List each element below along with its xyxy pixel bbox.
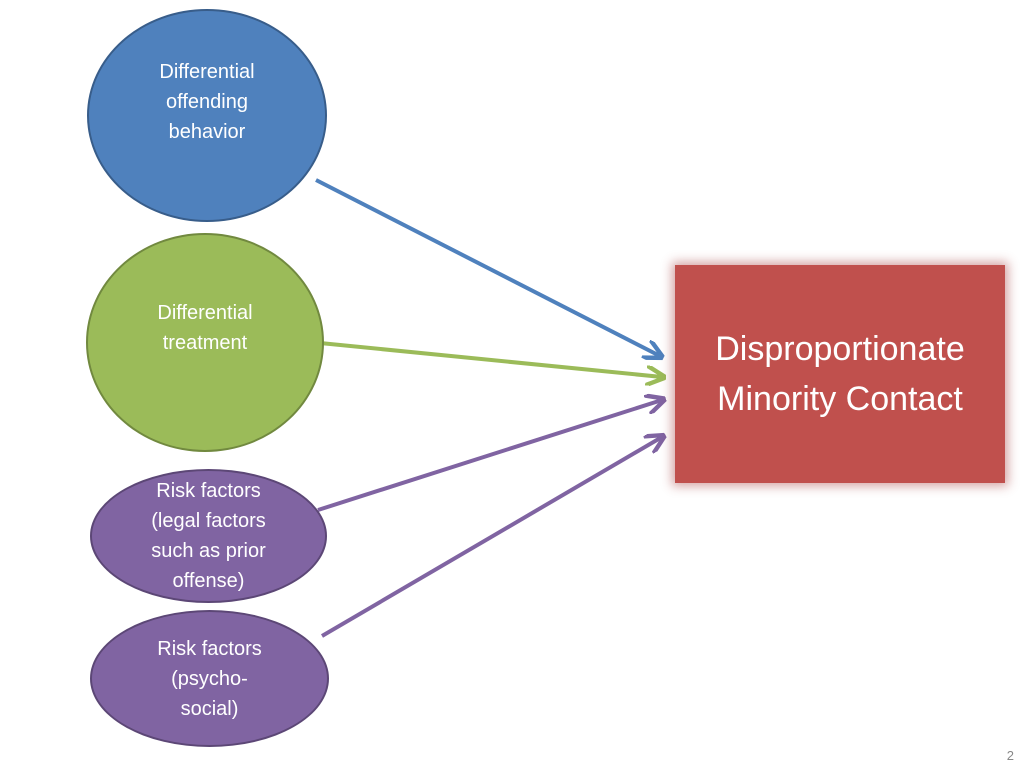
node-disproportionate-minority-contact: Disproportionate Minority Contact	[675, 265, 1005, 483]
arrow-offending-to-contact	[315, 178, 660, 356]
node-offending-label: Differential offending behavior	[159, 60, 255, 143]
node-differential-treatment: Differential treatment	[86, 233, 324, 452]
target-label: Disproportionate Minority Contact	[715, 330, 965, 418]
node-treatment-label: Differential treatment	[157, 301, 253, 354]
node-risk-factors-psychosocial: Risk factors (psycho- social)	[90, 610, 329, 747]
arrow-treatment-to-contact	[319, 341, 662, 377]
node-legal-label: Risk factors (legal factors such as prio…	[151, 480, 266, 592]
node-risk-factors-legal: Risk factors (legal factors such as prio…	[90, 469, 327, 603]
arrow-legal-to-contact	[317, 400, 662, 512]
arrow-psychosocial-to-contact	[320, 437, 662, 638]
node-differential-offending-behavior: Differential offending behavior	[87, 9, 327, 222]
page-number: 2	[1006, 748, 1014, 763]
node-psychosocial-label: Risk factors (psycho- social)	[157, 637, 262, 720]
